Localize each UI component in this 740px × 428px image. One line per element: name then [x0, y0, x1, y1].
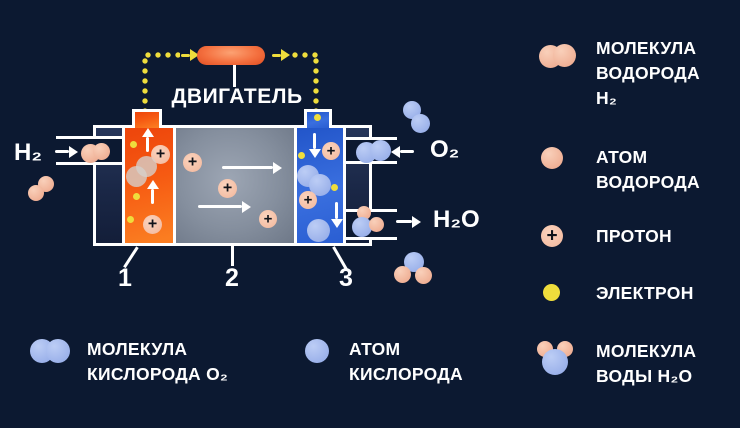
plus-glyph: +	[546, 225, 558, 246]
wire-left-segment	[141, 56, 149, 113]
proton-flow-arrow-icon	[222, 166, 273, 169]
proton-icon: +	[299, 191, 317, 209]
wire-top-right-segment	[290, 51, 321, 59]
electron-icon	[331, 184, 338, 191]
legend-oxygen-molecule-label: МОЛЕКУЛА КИСЛОРОДА O₂	[87, 339, 229, 384]
proton-icon: +	[218, 179, 237, 198]
legend-oxygen-atom-label: АТОМ КИСЛОРОДА	[349, 339, 463, 384]
cathode-down-arrow-icon	[313, 133, 316, 149]
legend-hydrogen-atom-label: АТОМ ВОДОРОДА	[596, 147, 700, 192]
proton-icon: +	[143, 215, 162, 234]
oxygen-molecule-icon	[356, 140, 392, 164]
legend-oxygen-molecule-icon	[30, 339, 72, 364]
hydrogen-molecule-icon	[81, 143, 112, 163]
legend-electron-label: ЭЛЕКТРОН	[596, 283, 694, 303]
h2o-label: H₂O	[433, 206, 480, 233]
plus-glyph: +	[222, 179, 233, 196]
oxygen-atom-icon	[307, 219, 330, 242]
zone-number-2: 2	[225, 264, 239, 292]
anode-up-arrow-icon	[146, 137, 149, 152]
proton-icon: +	[259, 210, 277, 228]
plus-glyph: +	[303, 191, 313, 208]
legend-electron-icon	[543, 284, 560, 301]
water-molecule-icon	[352, 206, 385, 237]
engine-label: ДВИГАТЕЛЬ	[171, 85, 303, 108]
zone-2-leader-line	[231, 246, 234, 266]
proton-icon: +	[183, 153, 202, 172]
legend-proton-label: ПРОТОН	[596, 226, 672, 246]
plus-glyph: +	[187, 153, 198, 170]
legend-hydrogen-atom-icon	[541, 147, 563, 169]
electron-icon	[298, 152, 305, 159]
proton-flow-arrow-icon	[198, 205, 242, 208]
h2-label: H₂	[14, 139, 42, 166]
hydrogen-molecule-icon	[28, 176, 55, 202]
hydrogen-molecule-splitting-icon	[126, 156, 159, 188]
plus-glyph: +	[326, 142, 336, 159]
oxygen-molecule-icon	[401, 101, 433, 134]
legend-hydrogen-molecule-icon	[539, 44, 579, 68]
legend-hydrogen-molecule-label: МОЛЕКУЛА ВОДОРОДА H₂	[596, 38, 700, 108]
engine-stem-line	[233, 58, 236, 87]
plus-glyph: +	[263, 210, 273, 227]
zone-number-3: 3	[339, 264, 353, 292]
zone-number-1: 1	[118, 264, 132, 292]
wire-top-left-segment	[143, 51, 180, 59]
engine-capsule-icon	[197, 46, 265, 65]
o2-label: O₂	[430, 136, 460, 163]
legend-oxygen-atom-icon	[305, 339, 329, 363]
cathode-down-arrow-icon	[335, 202, 338, 219]
electron-icon	[314, 114, 321, 121]
proton-icon: +	[151, 145, 170, 164]
oxygen-molecule-icon	[297, 165, 331, 196]
wire-arrow-left-icon	[181, 53, 190, 57]
wire-right-segment	[312, 56, 320, 113]
electron-icon	[133, 193, 140, 200]
wire-arrow-right-icon	[272, 53, 281, 57]
anode-terminal-tab	[132, 109, 162, 128]
legend-water-molecule-label: МОЛЕКУЛА ВОДЫ H₂O	[596, 341, 697, 386]
water-molecule-icon	[394, 252, 434, 287]
proton-icon: +	[322, 142, 340, 160]
electron-icon	[127, 216, 134, 223]
plus-glyph: +	[147, 215, 158, 232]
plus-glyph: +	[155, 145, 166, 162]
h2-inlet-arrow-icon	[55, 150, 69, 153]
h2o-outlet-arrow-icon	[396, 220, 412, 223]
legend-proton-icon: +	[541, 225, 563, 247]
legend-water-molecule-icon	[537, 341, 577, 377]
anode-up-arrow-icon	[151, 189, 154, 204]
o2-inlet-arrow-icon	[400, 150, 414, 153]
electron-icon	[130, 141, 137, 148]
